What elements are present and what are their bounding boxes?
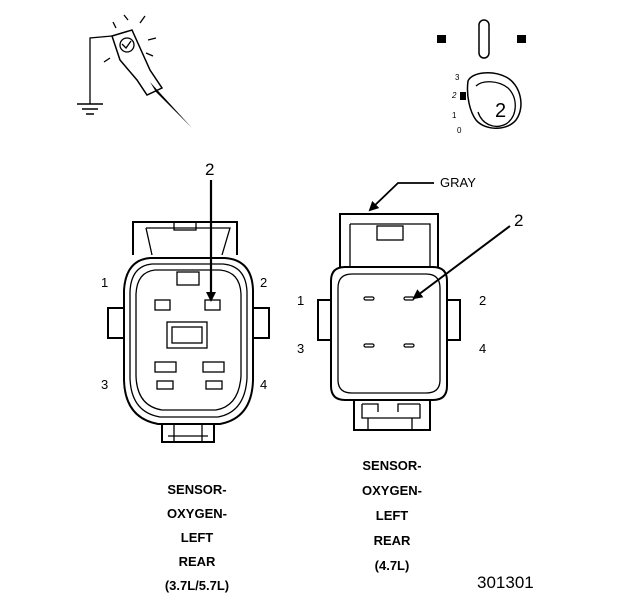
caption-right-line-5: (4.7L) — [375, 558, 410, 573]
caption-right-line-4: REAR — [374, 533, 411, 548]
pin-label-left-1: 1 — [101, 275, 108, 290]
dial-mark-2: 2 — [451, 91, 457, 100]
callout-right-pin-2: 2 — [514, 211, 523, 230]
connector-right: GRAY 2 1 2 3 4 — [297, 175, 523, 431]
cavity-pin-2 — [204, 299, 221, 311]
figure-id: 301301 — [477, 573, 534, 592]
pin-label-right-4: 4 — [479, 341, 486, 356]
pin-label-left-3: 3 — [101, 377, 108, 392]
color-label-gray: GRAY — [440, 175, 476, 190]
test-probe-icon — [77, 14, 192, 128]
caption-left-line-5: (3.7L/5.7L) — [165, 578, 229, 593]
caption-left-line-4: REAR — [179, 554, 216, 569]
pin-label-left-4: 4 — [260, 377, 267, 392]
caption-right-line-3: LEFT — [376, 508, 409, 523]
caption-right: SENSOR- OXYGEN- LEFT REAR (4.7L) — [362, 458, 422, 573]
connector-left: 2 1 2 3 4 — [101, 160, 270, 443]
meter-selector-icon: 3 2 1 0 2 — [437, 19, 526, 135]
slot-pin-2 — [403, 296, 415, 301]
caption-left-line-2: OXYGEN- — [167, 506, 227, 521]
pin-label-right-3: 3 — [297, 341, 304, 356]
callout-left-pin-2: 2 — [205, 160, 214, 179]
caption-left: SENSOR- OXYGEN- LEFT REAR (3.7L/5.7L) — [165, 482, 229, 593]
dial-value: 2 — [495, 100, 506, 122]
caption-left-line-1: SENSOR- — [167, 482, 226, 497]
pin-label-right-2: 2 — [479, 293, 486, 308]
caption-right-line-1: SENSOR- — [362, 458, 421, 473]
pin-label-right-1: 1 — [297, 293, 304, 308]
dial-mark-3: 3 — [455, 73, 460, 82]
dial-mark-0: 0 — [457, 126, 462, 135]
caption-right-line-2: OXYGEN- — [362, 483, 422, 498]
caption-left-line-3: LEFT — [181, 530, 214, 545]
ground-icon — [77, 100, 103, 115]
dial-mark-1: 1 — [452, 111, 457, 120]
pin-label-left-2: 2 — [260, 275, 267, 290]
